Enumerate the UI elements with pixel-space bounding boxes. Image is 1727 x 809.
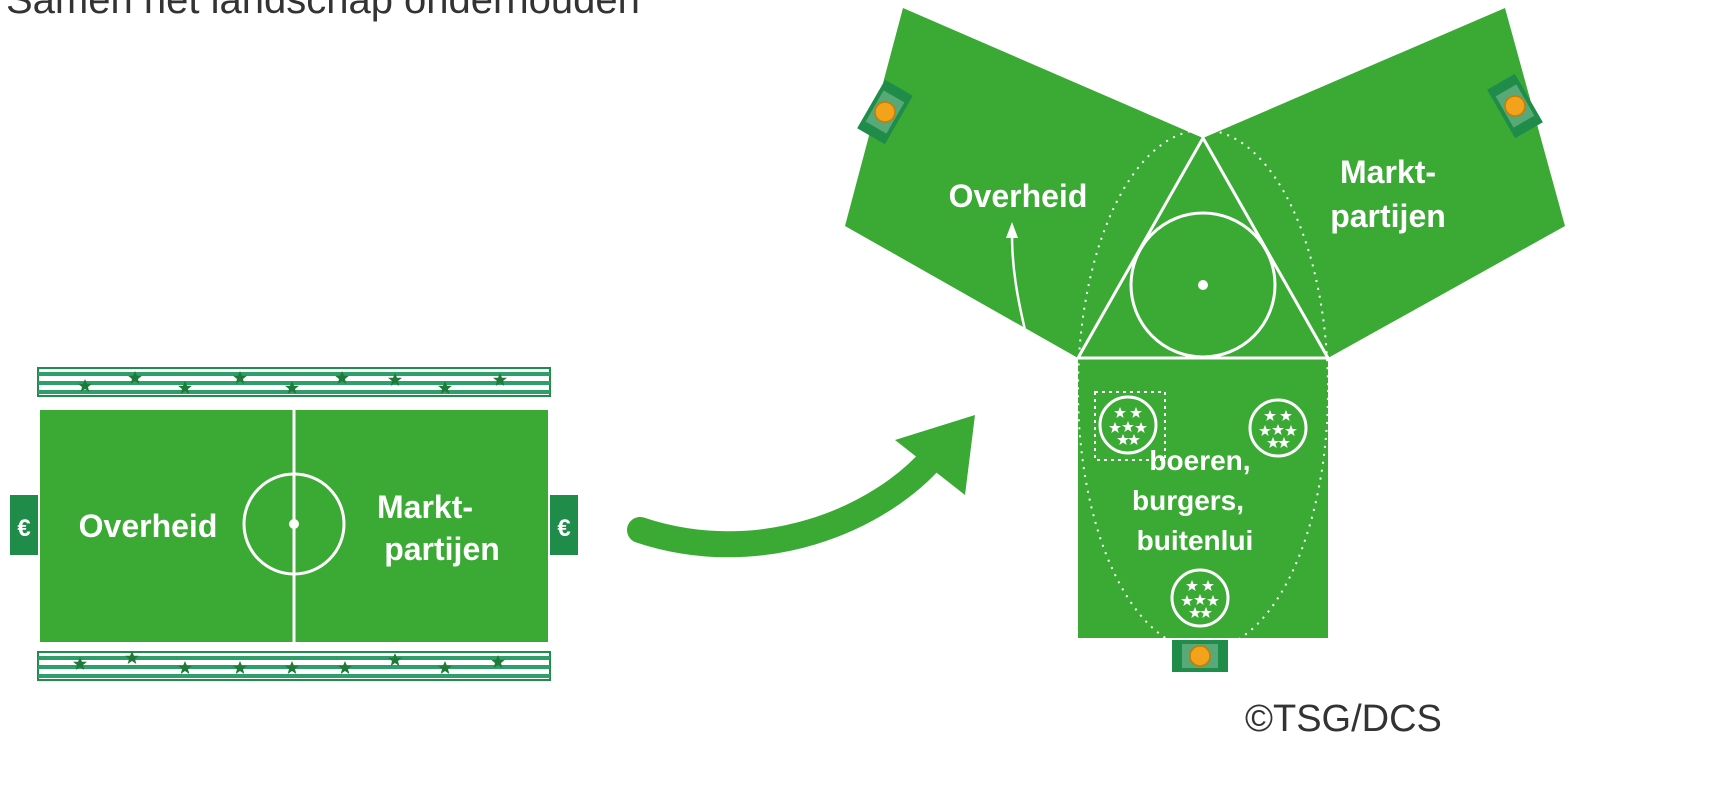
left-field-group: € € Overheid Markt- partijen — [10, 368, 578, 680]
right-field-overheid-label: Overheid — [949, 178, 1088, 214]
boeren-label-3: buitenlui — [1137, 525, 1254, 556]
euro-goal-icon: € — [550, 495, 578, 555]
left-field-markt-label-2: partijen — [384, 531, 500, 567]
left-field-markt-label-1: Markt- — [377, 489, 473, 525]
boeren-label-2: burgers, — [1132, 485, 1244, 516]
euro-goal-icon: € — [10, 495, 38, 555]
euro-symbol-left: € — [17, 515, 30, 542]
right-field-markt-label-1: Markt- — [1340, 154, 1436, 190]
top-stand — [38, 368, 550, 396]
coin-goal-icon — [1172, 640, 1228, 672]
euro-symbol-right: € — [557, 515, 570, 542]
copyright-notice: ©TSG/DCS — [1245, 698, 1442, 741]
arrow-icon — [640, 415, 975, 544]
bottom-stand — [38, 651, 550, 680]
right-field-group: Overheid Markt- partijen boeren, burgers… — [845, 8, 1565, 672]
boeren-label-1: boeren, — [1149, 445, 1250, 476]
right-field-markt-label-2: partijen — [1330, 198, 1446, 234]
left-field-overheid-label: Overheid — [79, 508, 218, 544]
